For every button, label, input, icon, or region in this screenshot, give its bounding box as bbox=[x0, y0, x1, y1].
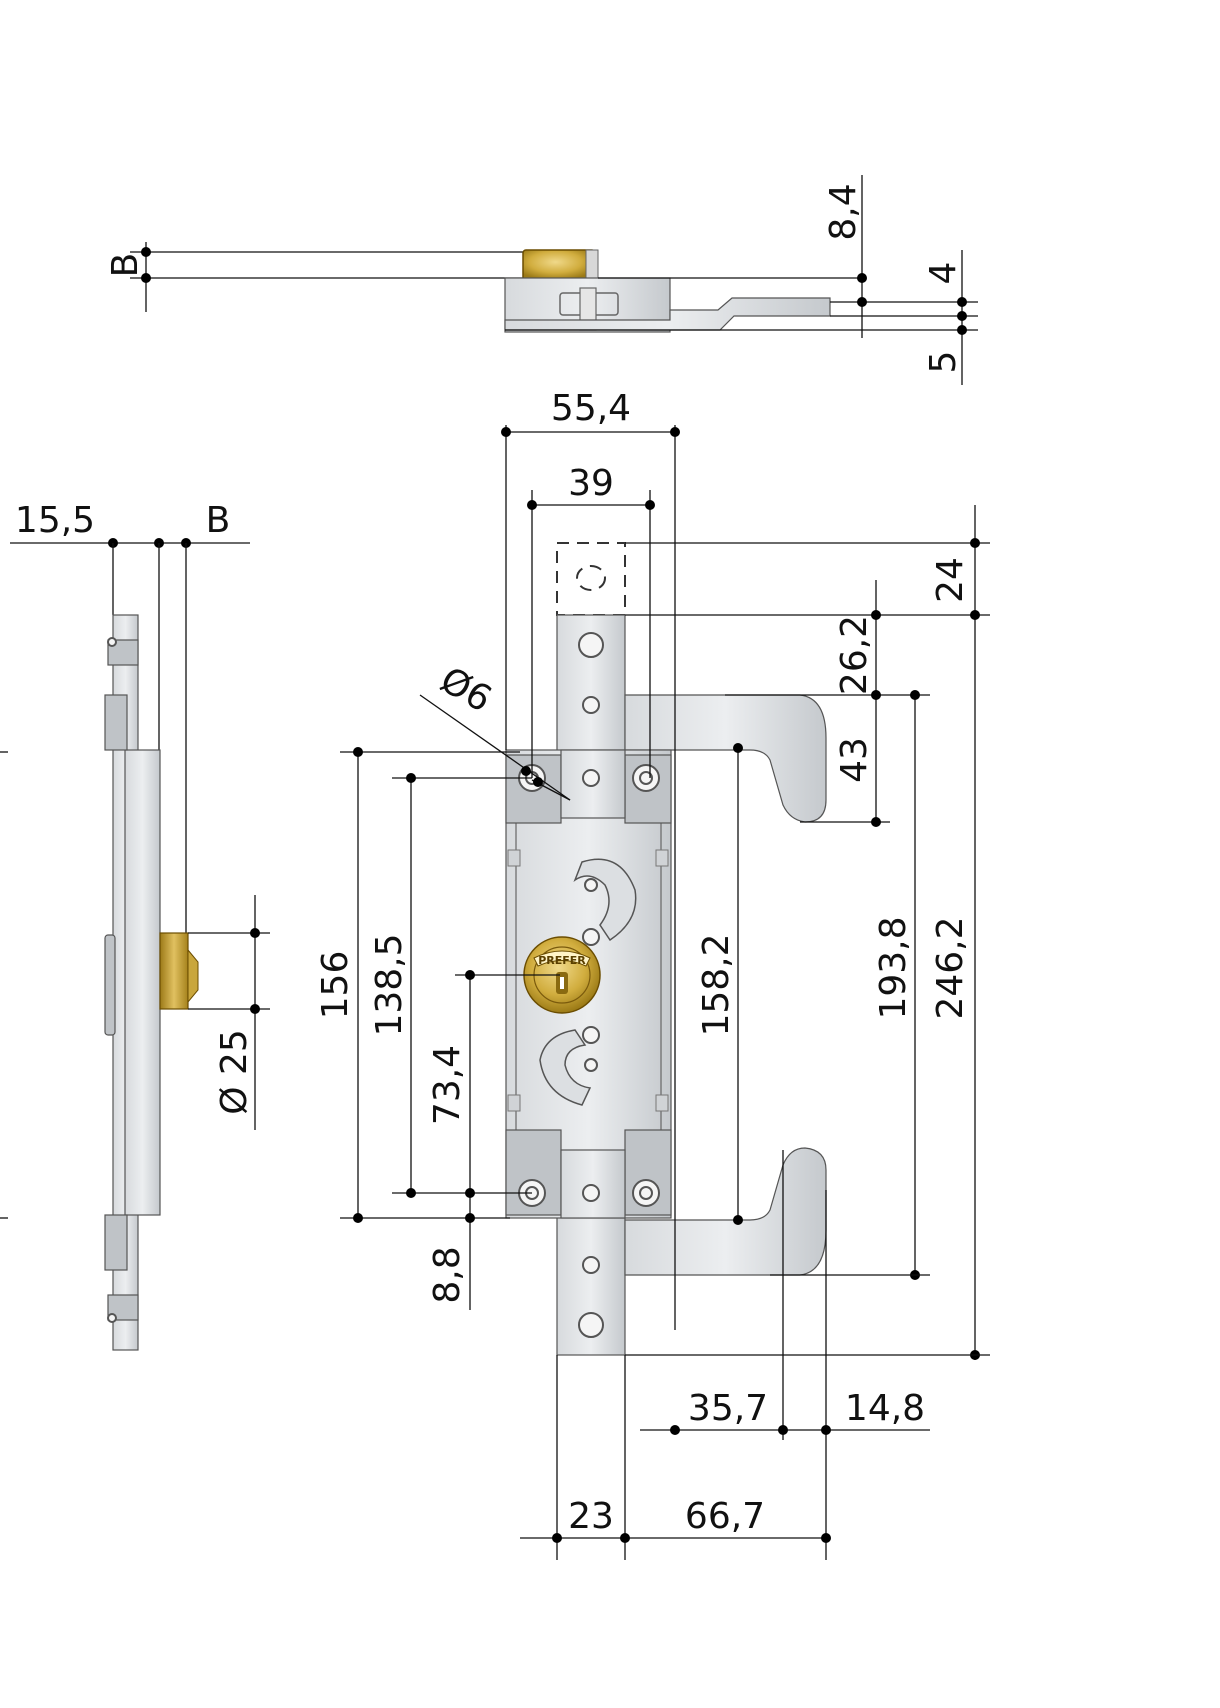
dim-phi-25: Ø 25 bbox=[214, 1029, 255, 1115]
cylinder-side-view bbox=[159, 932, 189, 1010]
dim-b-side: B bbox=[206, 500, 231, 541]
dim-8-8: 8,8 bbox=[427, 1246, 468, 1303]
dim-26-2: 26,2 bbox=[834, 615, 875, 695]
dim-8-4: 8,4 bbox=[823, 183, 864, 240]
dim-55-4: 55,4 bbox=[551, 388, 631, 429]
dim-156: 156 bbox=[315, 951, 356, 1020]
front-view: PREFER 55,4 39 24 246,2 26,2 bbox=[315, 388, 990, 1560]
dim-14-8: 14,8 bbox=[845, 1388, 925, 1429]
dim-39: 39 bbox=[568, 463, 614, 504]
dim-246-2: 246,2 bbox=[930, 916, 971, 1019]
side-body bbox=[124, 749, 161, 1216]
dim-b-top: B bbox=[105, 253, 146, 278]
dim-158-2: 158,2 bbox=[696, 933, 737, 1036]
dim-43: 43 bbox=[834, 737, 875, 783]
dim-4: 4 bbox=[923, 262, 964, 285]
dim-138-5: 138,5 bbox=[369, 933, 410, 1036]
bolt-top-view bbox=[504, 297, 831, 331]
upper-cam bbox=[573, 858, 637, 942]
dim-5: 5 bbox=[923, 351, 964, 374]
lower-cam bbox=[539, 1029, 592, 1106]
dim-24: 24 bbox=[930, 557, 971, 603]
side-view: 15,5 B Ø 25 bbox=[0, 500, 270, 1351]
cylinder-brand: PREFER bbox=[538, 954, 586, 967]
bolt-extension-dashed bbox=[556, 542, 626, 616]
cylinder-top-view bbox=[522, 249, 596, 281]
dim-66-7: 66,7 bbox=[685, 1496, 765, 1537]
dim-35-7: 35,7 bbox=[688, 1388, 768, 1429]
dim-23: 23 bbox=[568, 1496, 614, 1537]
top-view: B 8,4 4 5 bbox=[105, 175, 978, 385]
dim-73-4: 73,4 bbox=[427, 1045, 468, 1125]
dim-15-5: 15,5 bbox=[15, 500, 95, 541]
dim-193-8: 193,8 bbox=[873, 916, 914, 1019]
